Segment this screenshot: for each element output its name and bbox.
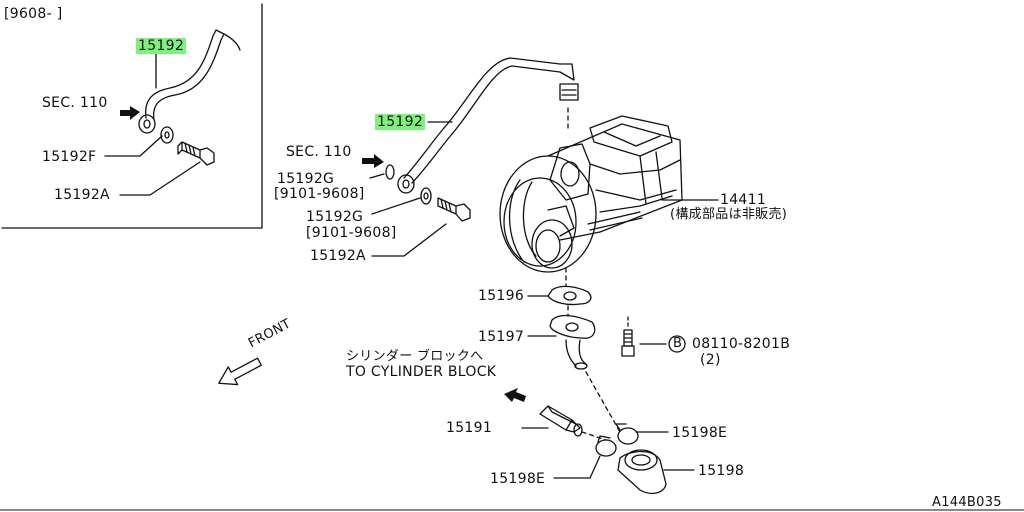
part-turbocharger[interactable]: 14411 [720,192,767,208]
leader-gasket-top [369,173,385,179]
inset-oil-pipe [144,29,241,121]
bolt-code-badge: B [673,336,683,351]
part-gasket-bottom[interactable]: 15192G [306,209,364,225]
hose-clamp-lower [595,435,617,457]
inset-washer [160,126,174,144]
part-outlet-bolt[interactable]: 08110-8201B [692,336,791,352]
dashed-center-outlet [565,267,569,317]
oil-return-hose [617,449,667,495]
hose-clamp-upper [615,423,649,445]
oil-feed-pipe [403,57,579,184]
inset-pipe-eye [138,114,156,134]
leader-clamp-lower [553,455,601,479]
inset-leader-washer [104,135,163,157]
part-connector[interactable]: 15191 [446,420,493,436]
part-gasket-top[interactable]: 15192G [277,171,335,187]
banjo-bolt [437,197,471,222]
section-arrow [362,154,384,168]
inset-bolt [177,141,215,166]
outlet-bolt [621,329,635,357]
front-arrow [218,357,262,386]
part-bolt[interactable]: 15192A [310,248,366,264]
bolt-code-badge-circle [668,335,686,353]
section-ref[interactable]: SEC. 110 [286,144,352,160]
bolt-quantity: (2) [700,352,721,368]
gasket-bottom [420,187,432,205]
part-clamp-lower[interactable]: 15198E [490,471,546,487]
leader-bolt [371,223,447,257]
turbo-note: (構成部品は非販売) [670,207,788,222]
gasket-top [385,164,395,180]
inset-date-range: [9608- ] [4,6,63,22]
turbocharger [499,115,683,273]
inset-part-pipe[interactable]: 15192 [136,38,187,54]
inset-section-ref[interactable]: SEC. 110 [42,95,108,111]
part-clamp-upper[interactable]: 15198E [672,425,728,441]
part-outlet-pipe[interactable]: 15197 [478,329,525,345]
inset-frame [1,3,263,229]
gasket-top-range: [9101-9608] [274,186,365,202]
leader-gasket-bottom [371,197,421,215]
inset-section-arrow [120,106,140,120]
part-outlet-gasket[interactable]: 15196 [478,288,525,304]
dashed-return [581,371,621,441]
part-pipe[interactable]: 15192 [375,114,426,130]
return-note-jp: シリンダー ブロックへ [346,349,484,364]
connector-fitting [539,405,583,437]
inset-part-bolt[interactable]: 15192A [54,187,110,203]
outlet-gasket [547,285,592,306]
return-note-en: TO CYLINDER BLOCK [346,364,497,380]
diagram-code: A144B035 [932,495,1002,510]
gasket-bottom-range: [9101-9608] [306,225,397,241]
block-arrow [504,388,526,402]
oil-feed-pipe-eye [397,174,415,194]
part-hose[interactable]: 15198 [698,463,745,479]
inset-leader-bolt [119,161,201,196]
inset-part-washer[interactable]: 15192F [42,149,97,165]
outlet-pipe [549,314,596,370]
